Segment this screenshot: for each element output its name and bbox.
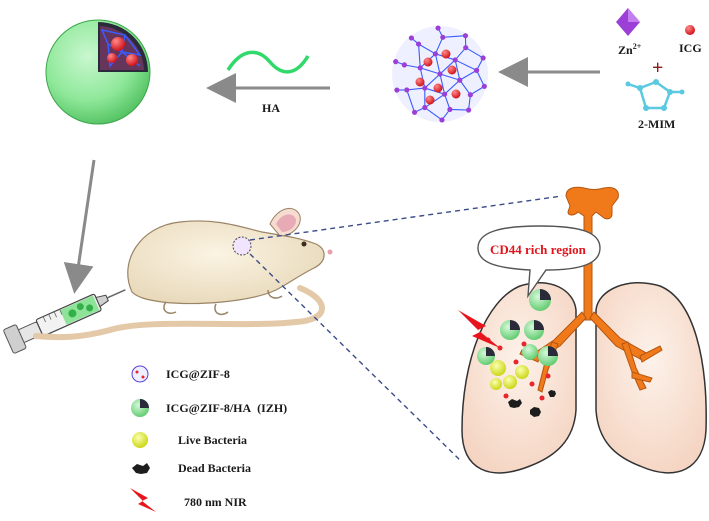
icg-dot — [416, 78, 425, 87]
ha-label: HA — [262, 101, 280, 115]
zn-node — [482, 84, 487, 89]
zn-node — [404, 87, 409, 92]
live-bacteria-icon — [132, 432, 148, 448]
legend: ICG@ZIF-8 ICG@ZIF-8/HA (IZH) Live Bacter… — [130, 366, 287, 512]
cd44-callout-text: CD44 rich region — [490, 242, 587, 257]
legend-item-nir: 780 nm NIR — [130, 488, 247, 512]
framework-strut — [450, 109, 469, 110]
zn-node — [447, 107, 452, 112]
legend-label: ICG@ZIF-8/HA (IZH) — [166, 401, 287, 415]
laser-bolt-icon — [130, 488, 156, 512]
legend-item-izh: ICG@ZIF-8/HA (IZH) — [131, 399, 287, 417]
zif8-nanoparticle-icon — [132, 366, 148, 382]
zn-node — [463, 45, 468, 50]
zn-node — [422, 105, 427, 110]
zn-node — [435, 25, 440, 30]
zn-node — [416, 41, 421, 46]
zn-node — [393, 59, 398, 64]
zn-node — [481, 55, 486, 60]
zn-node — [457, 78, 462, 83]
zn-node — [418, 65, 423, 70]
mim-molecule-icon — [628, 82, 682, 108]
zn-label: Zn2+ — [618, 42, 642, 57]
icg-label: ICG — [679, 41, 702, 55]
icg-dot — [426, 96, 435, 105]
zn-node — [440, 35, 445, 40]
plus-sign: + — [652, 57, 663, 79]
legend-label: Live Bacteria — [178, 433, 247, 447]
zn-node — [474, 68, 479, 73]
zn-node — [409, 35, 414, 40]
legend-label: Dead Bacteria — [178, 461, 251, 475]
zn-node — [466, 107, 471, 112]
zn-node — [468, 92, 473, 97]
icg-dot — [452, 90, 461, 99]
legend-item-dead-bacteria: Dead Bacteria — [132, 461, 251, 475]
zn-node — [442, 92, 447, 97]
mim-label: 2-MIM — [638, 117, 675, 131]
zn-node — [453, 57, 458, 62]
icg-dot — [442, 50, 451, 59]
arrow-to-syringe — [76, 160, 94, 282]
icg-zif8-framework — [392, 25, 488, 122]
zn-crystal-icon — [616, 8, 640, 36]
zn-node — [402, 62, 407, 67]
zn-node — [437, 71, 442, 76]
legend-item-zif8: ICG@ZIF-8 — [132, 366, 230, 382]
syringe-icon — [3, 278, 131, 354]
zn-node — [433, 51, 438, 56]
zn-node — [394, 87, 399, 92]
icg-dot — [448, 66, 457, 75]
icg-dot — [424, 58, 433, 67]
icg-dot-icon — [685, 25, 695, 35]
izh-nanoparticle-large — [46, 20, 150, 124]
zn-node — [422, 85, 427, 90]
zn-node — [412, 110, 417, 115]
zn-node — [439, 117, 444, 122]
legend-item-live-bacteria: Live Bacteria — [132, 432, 247, 448]
ha-chain-icon — [228, 52, 308, 72]
legend-label: 780 nm NIR — [184, 495, 247, 509]
rat-lung-marker — [233, 237, 251, 255]
zn-node — [463, 33, 468, 38]
legend-label: ICG@ZIF-8 — [166, 367, 230, 381]
icg-dot — [434, 84, 443, 93]
dead-bacteria-icon — [132, 463, 150, 474]
mim-atoms — [626, 79, 685, 111]
